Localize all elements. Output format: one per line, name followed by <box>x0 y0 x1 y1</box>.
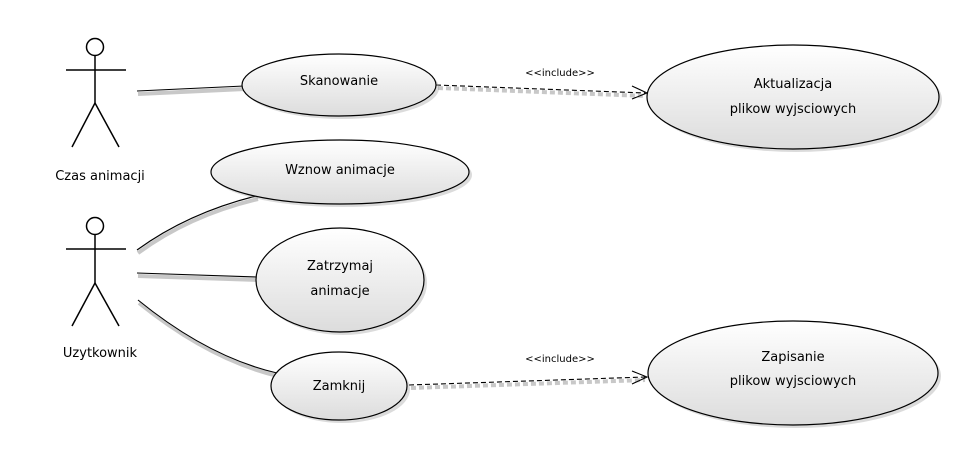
use-case-label: Zamknij <box>313 379 366 394</box>
use-case-zamknij[interactable]: Zamknij <box>270 351 410 423</box>
include-skanowanie-aktualizacja[interactable]: <<include>> <box>435 68 649 100</box>
include-label: <<include>> <box>525 68 595 79</box>
actor-head <box>85 37 105 57</box>
use-case-label-line1: Aktualizacja <box>754 77 832 92</box>
use-case-label: Skanowanie <box>300 74 378 89</box>
actor-leg-left <box>71 102 96 148</box>
use-case-wznow-animacje[interactable]: Wznow animacje <box>210 139 472 207</box>
use-case-label-line2: plikow wyjsciowych <box>730 102 856 117</box>
actor-leg-right <box>94 102 120 148</box>
use-case-zapisanie[interactable]: Zapisanie plikow wyjsciowych <box>647 320 941 428</box>
actor-label: Czas animacji <box>55 169 145 184</box>
association-uzytkownik-zatrzymaj[interactable] <box>136 272 259 282</box>
association-uzytkownik-zamknij[interactable] <box>137 299 279 378</box>
include-label: <<include>> <box>525 354 595 365</box>
include-zamknij-zapisanie[interactable]: <<include>> <box>408 354 649 390</box>
actor-czas-animacji[interactable]: Czas animacji <box>55 37 145 185</box>
use-case-aktualizacja[interactable]: Aktualizacja plikow wyjsciowych <box>646 44 942 152</box>
use-case-label-line1: Zatrzymaj <box>307 259 373 274</box>
actor-leg-right <box>94 282 120 327</box>
use-case-label-line2: plikow wyjsciowych <box>730 374 856 389</box>
use-case-label-line1: Zapisanie <box>761 350 824 365</box>
actor-head <box>85 216 105 236</box>
use-case-label-line2: animacje <box>310 284 369 299</box>
association-czas-skanowanie[interactable] <box>136 85 246 96</box>
association-uzytkownik-wznow[interactable] <box>136 195 259 255</box>
actor-uzytkownik[interactable]: Uzytkownik <box>63 216 138 362</box>
use-case-label: Wznow animacje <box>285 163 395 178</box>
use-case-zatrzymaj-animacje[interactable]: Zatrzymaj animacje <box>255 227 427 335</box>
actor-label: Uzytkownik <box>63 346 138 361</box>
use-case-skanowanie[interactable]: Skanowanie <box>241 53 439 119</box>
actor-leg-left <box>71 282 96 327</box>
